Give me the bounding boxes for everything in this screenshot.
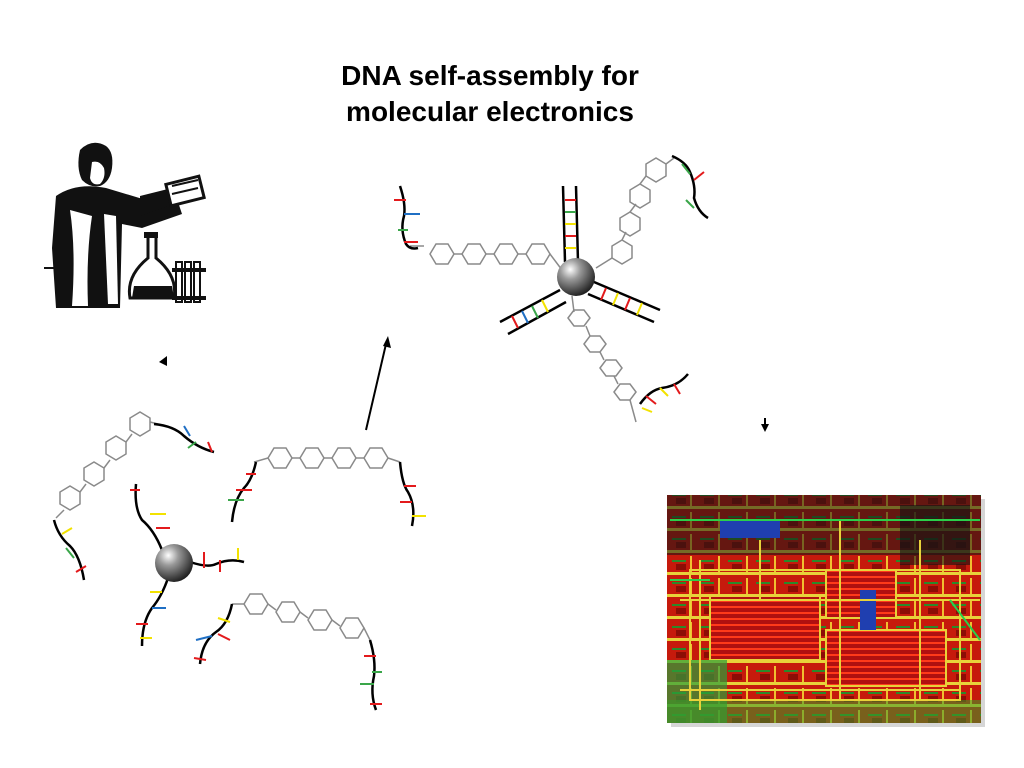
slide-title: DNA self-assembly for molecular electron… — [240, 58, 740, 130]
assembled-dna-structure — [394, 154, 709, 423]
arrow-right-down — [761, 418, 769, 432]
arrow-left-up — [159, 356, 167, 366]
chip-micrograph — [667, 495, 985, 727]
slide-title-line-1: DNA self-assembly for — [341, 60, 639, 91]
nanoparticle-sphere — [557, 258, 595, 296]
unassembled-components — [52, 411, 426, 711]
nanoparticle-sphere — [155, 544, 193, 582]
arrow-assembly — [365, 336, 391, 431]
slide-title-line-2: molecular electronics — [346, 96, 634, 127]
scientist-illustration — [44, 140, 214, 308]
